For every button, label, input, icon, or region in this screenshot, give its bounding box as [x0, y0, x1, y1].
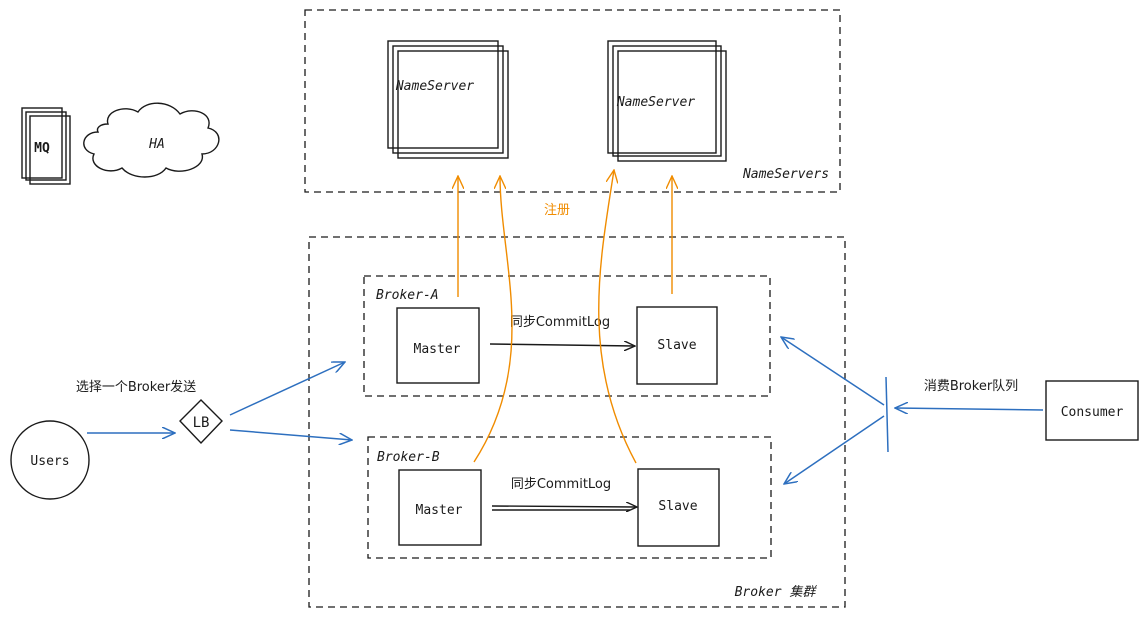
consumer-arrow — [895, 408, 1044, 410]
consumer-split-bar — [885, 376, 889, 453]
register-arrow-b-slave — [598, 170, 637, 464]
broker-a-master: Master — [396, 307, 480, 384]
lb-label: LB — [193, 415, 210, 431]
nameservers-group: NameServers — [304, 9, 841, 193]
ha-label: HA — [148, 137, 165, 152]
broker-b-master-label: Master — [416, 503, 463, 518]
consume-label: 消费Broker队列 — [924, 379, 1018, 394]
nameserver-2: NameServer — [607, 40, 727, 162]
load-balancer: LB — [179, 399, 223, 445]
broker-b-master: Master — [398, 469, 482, 546]
register-label: 注册 — [544, 203, 570, 218]
lb-to-broker-b-arrow — [229, 429, 352, 440]
broker-b-label: Broker-B — [377, 450, 440, 465]
broker-a-slave-label: Slave — [657, 338, 696, 353]
broker-a-sync-label: 同步CommitLog — [510, 315, 610, 330]
nameserver-1-label: NameServer — [395, 79, 474, 94]
lb-to-broker-a-arrow — [229, 362, 345, 416]
users-node: Users — [10, 420, 90, 500]
broker-b-sync-label: 同步CommitLog — [511, 477, 611, 492]
consumer-label: Consumer — [1061, 405, 1124, 420]
broker-b-slave: Slave — [637, 468, 720, 547]
broker-cluster: Broker 集群 — [308, 236, 846, 608]
broker-a-group: Broker-A — [363, 275, 771, 397]
broker-cluster-label: Broker 集群 — [735, 585, 818, 600]
broker-b-slave-label: Slave — [658, 499, 697, 514]
mq-label: MQ — [34, 141, 50, 156]
consumer-node: Consumer — [1045, 380, 1139, 441]
ha-cloud: HA — [83, 102, 220, 178]
consumer-to-broker-b-arrow — [784, 415, 885, 484]
broker-a-sync-arrow — [489, 344, 635, 346]
broker-a-master-label: Master — [414, 342, 461, 357]
mq-legend: MQ — [21, 107, 71, 185]
broker-a-slave: Slave — [636, 306, 718, 385]
register-arrows — [458, 170, 672, 464]
nameservers-group-label: NameServers — [742, 167, 829, 182]
users-label: Users — [30, 454, 69, 469]
nameserver-2-label: NameServer — [616, 95, 695, 110]
broker-b-sync-arrow — [491, 506, 637, 507]
broker-a-label: Broker-A — [376, 288, 439, 303]
register-arrow-b-master — [473, 176, 513, 463]
consumer-to-broker-a-arrow — [781, 337, 885, 406]
broker-b-group: Broker-B — [367, 436, 772, 559]
select-broker-label: 选择一个Broker发送 — [76, 379, 196, 395]
nameserver-1: NameServer — [387, 40, 509, 159]
